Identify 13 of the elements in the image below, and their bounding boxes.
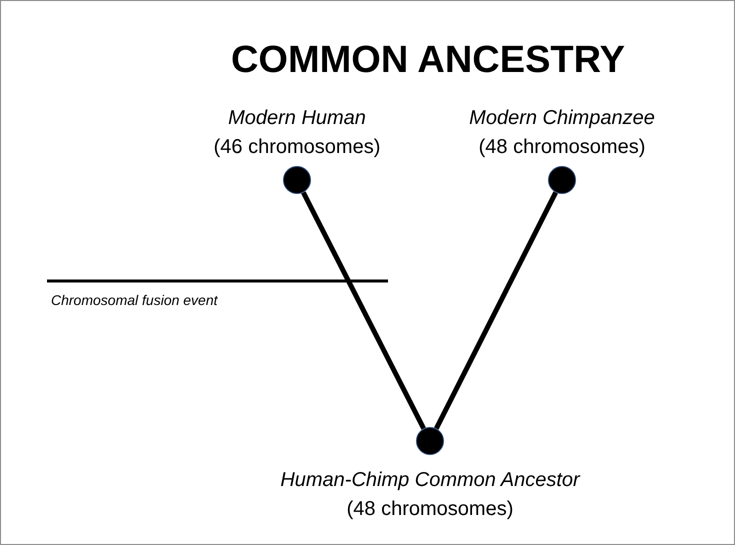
chromosome-count: (48 chromosomes) (478, 135, 646, 159)
branch-line (301, 191, 426, 430)
diagram-title: COMMON ANCESTRY (230, 38, 626, 83)
chromosome-count: (46 chromosomes) (214, 135, 380, 159)
species-name: Modern Chimpanzee (469, 106, 655, 130)
branch-line (434, 191, 558, 430)
species-name: Human-Chimp Common Ancestor (280, 468, 580, 492)
tree-node-dot (283, 166, 311, 194)
chromosome-count: (48 chromosomes) (346, 497, 514, 521)
event-label: Chromosomal fusion event (51, 291, 218, 309)
species-name: Modern Human (228, 106, 366, 130)
tree-node-dot (416, 427, 444, 455)
tree-node-dot (548, 166, 576, 194)
